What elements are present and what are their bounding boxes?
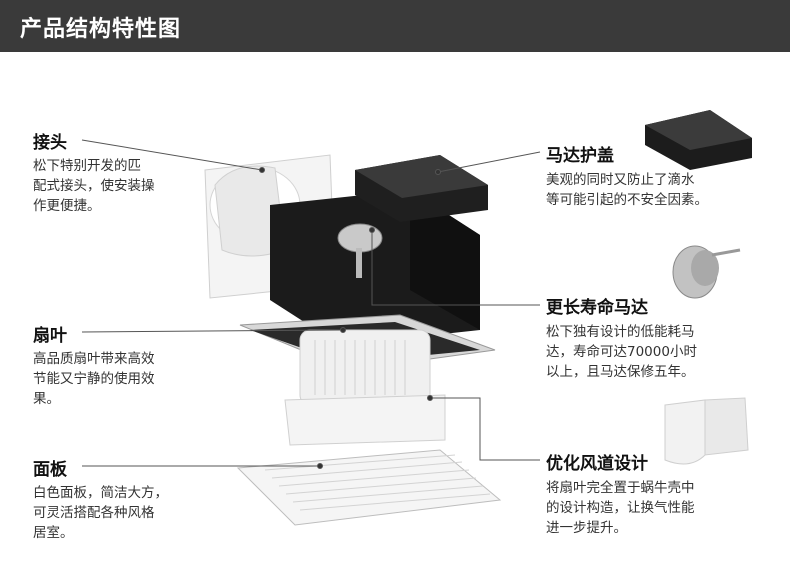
panel-illustration	[236, 449, 502, 526]
fan-blade-title: 扇叶	[33, 326, 67, 346]
header-bar: 产品结构特性图	[0, 0, 790, 52]
page-title: 产品结构特性图	[20, 17, 182, 42]
fan-blade-illustration	[284, 329, 446, 446]
connector-title: 接头	[33, 133, 67, 153]
motor-cover-title: 马达护盖	[546, 146, 614, 166]
fan-blade-desc: 高品质扇叶带来高效 节能又宁静的使用效 果。	[33, 351, 155, 407]
optimized-duct-desc: 将扇叶完全置于蜗牛壳中 的设计构造，让换气性能 进一步提升。	[546, 480, 695, 536]
optimized-duct-title: 优化风道设计	[546, 454, 648, 474]
motor-cover-illustration	[355, 155, 488, 222]
motor-cover-thumbnail	[645, 110, 752, 170]
connector-desc: 松下特别开发的匹 配式接头，使安装操 作更便捷。	[33, 158, 155, 214]
product-exploded-illustration	[81, 110, 752, 526]
leader-lines	[81, 139, 541, 469]
duct-thumbnail	[664, 397, 749, 465]
motor-cover-desc: 美观的同时又防止了滴水 等可能引起的不安全因素。	[546, 172, 708, 208]
panel-title: 面板	[33, 460, 67, 480]
motor-thumbnail	[672, 245, 741, 299]
long-life-motor-title: 更长寿命马达	[546, 298, 648, 318]
long-life-motor-desc: 松下独有设计的低能耗马 达，寿命可达70000小时 以上，且马达保修五年。	[546, 324, 697, 380]
panel-desc: 白色面板，简洁大方， 可灵活搭配各种风格 居室。	[33, 485, 168, 541]
